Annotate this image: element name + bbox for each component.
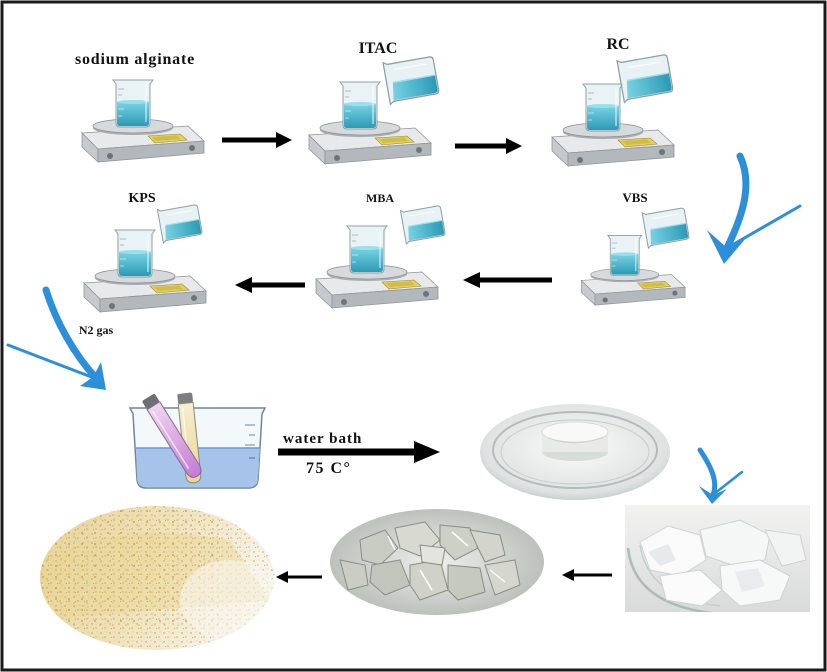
hydrogel-chunks-photo [625, 505, 810, 612]
arrow-left-1 [463, 272, 552, 288]
pouring-beaker-vbs [641, 204, 691, 249]
label-sodium-alginate: sodium alginate [75, 51, 195, 68]
label-vbs: VBS [622, 190, 647, 205]
blue-curved-arrow-left [6, 286, 106, 390]
water-bath-arrow [278, 441, 440, 463]
arrow-right-1 [222, 132, 292, 148]
pouring-beaker-rc [616, 51, 675, 104]
dried-crystals-photo [330, 509, 544, 615]
petri-dish-photo [480, 404, 670, 500]
pouring-beaker-kps [156, 201, 204, 244]
label-kps: KPS [128, 191, 155, 206]
purple-test-tube [142, 394, 202, 478]
balance-kps [83, 229, 207, 313]
balance-rc [551, 83, 675, 167]
label-rc: RC [606, 36, 629, 53]
arrow-left-3 [562, 569, 612, 581]
powder-photo [40, 506, 274, 650]
balance-vbs [580, 234, 686, 306]
label-water-bath: water bath [283, 431, 362, 447]
arrow-left-4 [276, 571, 322, 583]
label-n2-gas: N2 gas [79, 323, 114, 337]
pouring-beaker-itac [382, 53, 441, 106]
label-temperature: 75 C° [306, 460, 351, 477]
pouring-beaker-mba [399, 202, 447, 245]
blue-curved-arrow-right [707, 152, 802, 264]
arrow-right-2 [455, 138, 522, 154]
blue-curved-arrow-small [697, 447, 744, 504]
label-mba: MBA [366, 191, 394, 205]
balance-sodium-alginate [81, 79, 205, 163]
arrow-left-2 [235, 277, 305, 293]
label-itac: ITAC [359, 40, 398, 57]
